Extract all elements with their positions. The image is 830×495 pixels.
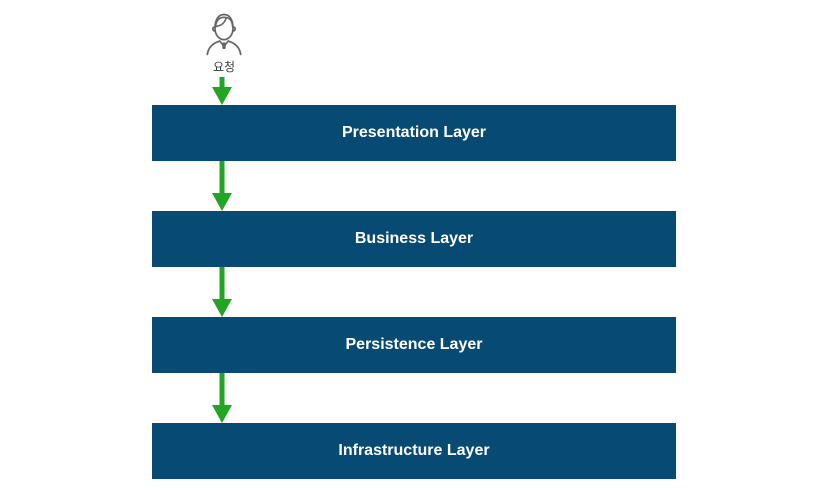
arrow-shaft [219, 354, 225, 406]
layer-bar-presentation: Presentation Layer [152, 105, 676, 161]
arrow-shaft [219, 142, 225, 194]
actor [205, 9, 243, 57]
layer-bar-persistence: Persistence Layer [152, 317, 676, 373]
arrow-head-icon [212, 299, 232, 317]
layer-label: Persistence Layer [345, 336, 483, 353]
arrow-head-icon [212, 405, 232, 423]
arrow-head-icon [212, 193, 232, 211]
arrow-business-to-persistence [212, 248, 232, 317]
arrow-presentation-to-business [212, 142, 232, 211]
arrow-shaft [219, 77, 225, 88]
layer-bar-business: Business Layer [152, 211, 676, 267]
arrow-head-icon [212, 87, 232, 105]
actor-label: 요청 [212, 60, 236, 74]
layer-label: Infrastructure Layer [338, 442, 490, 459]
layer-label: Business Layer [354, 230, 474, 247]
layer-bar-infrastructure: Infrastructure Layer [152, 423, 676, 479]
arrow-persistence-to-infrastructure [212, 354, 232, 423]
arrow-shaft [219, 248, 225, 300]
arrow-request-to-presentation [212, 77, 232, 105]
person-icon [205, 9, 243, 57]
layer-label: Presentation Layer [341, 124, 487, 141]
